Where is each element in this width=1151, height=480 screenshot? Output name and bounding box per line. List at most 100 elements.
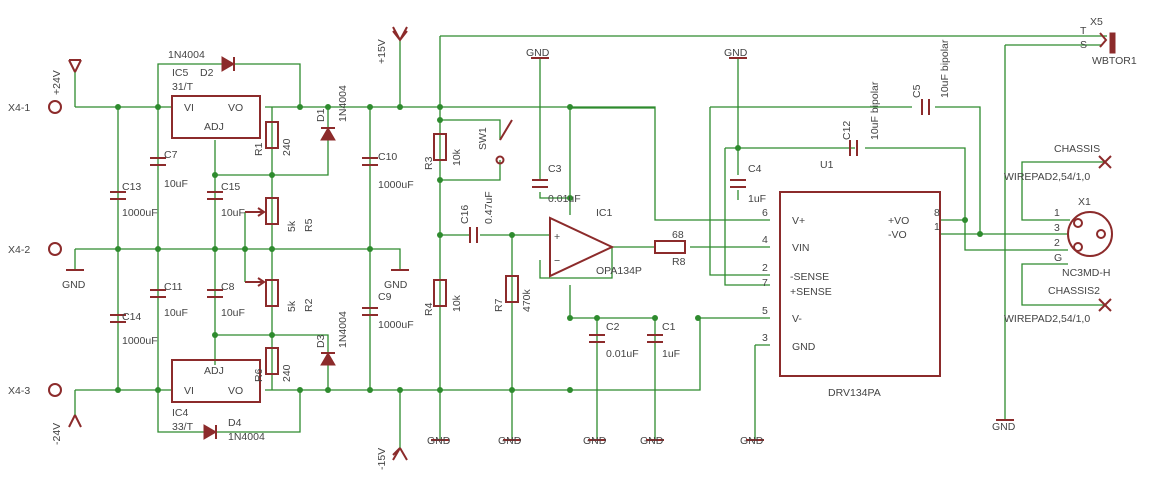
diode-d2	[221, 56, 235, 72]
label-x1-part: NC3MD-H	[1062, 267, 1110, 279]
label-r4: R4	[423, 302, 435, 316]
label-m24: -24V	[51, 423, 63, 445]
label-r5: R5	[303, 218, 315, 232]
label-c14-val: 1000uF	[122, 335, 158, 347]
label-u1-pin7: 7	[762, 277, 768, 289]
label-c16: C16	[459, 205, 471, 224]
label-u1-nvo: -VO	[888, 229, 907, 241]
capacitors-vertical	[110, 157, 746, 343]
resistor-r2	[265, 279, 279, 307]
label-r8-val: 68	[672, 229, 684, 241]
label-r1-val: 240	[281, 138, 293, 156]
label-u1-vplus: V+	[792, 215, 805, 227]
label-u1-psense: +SENSE	[790, 286, 832, 298]
connector-x4-2	[48, 242, 62, 256]
label-c1: C1	[662, 321, 676, 333]
connector-x4-3	[48, 383, 62, 397]
diode-d3	[320, 352, 336, 366]
label-c9-val: 1000uF	[378, 319, 414, 331]
label-r3-val: 10k	[451, 148, 463, 166]
regulator-ic4	[171, 359, 261, 403]
label-d3: D3	[315, 334, 327, 348]
label-x1: X1	[1078, 196, 1091, 208]
resistor-r5	[265, 197, 279, 225]
label-c9: C9	[378, 291, 392, 303]
label-ic1-plus: +	[554, 231, 560, 243]
label-p24: +24V	[51, 70, 63, 95]
label-c5: C5	[911, 84, 923, 98]
label-d2-val: 1N4004	[168, 49, 205, 61]
label-gnd-5: GND	[498, 435, 522, 447]
label-u1-vminus: V-	[792, 313, 802, 325]
junction-dots	[115, 104, 983, 393]
label-c11-val: 10uF	[164, 307, 188, 319]
label-c4-val: 1uF	[748, 193, 766, 205]
driver-u1	[779, 191, 941, 377]
label-r2: R2	[303, 298, 315, 312]
symbols	[48, 26, 1116, 461]
label-c15-val: 10uF	[221, 207, 245, 219]
label-r8: R8	[672, 256, 686, 268]
diode-d1	[320, 127, 336, 141]
label-r6-val: 240	[281, 364, 293, 382]
resistor-r8	[654, 240, 686, 254]
label-wbtor: WBTOR1	[1092, 55, 1137, 67]
label-p15: +15V	[376, 39, 388, 64]
label-ic5-adj: ADJ	[204, 121, 224, 133]
label-r1: R1	[253, 142, 265, 156]
label-gnd-8: GND	[740, 435, 764, 447]
label-gnd-4: GND	[427, 435, 451, 447]
label-u1-nsense: -SENSE	[790, 271, 829, 283]
label-c4: C4	[748, 163, 762, 175]
labels: X4-1 X4-2 X4-3 +24V -24V GND IC5 31/T VI…	[8, 16, 1137, 470]
label-x4-1: X4-1	[8, 102, 30, 114]
label-c10-val: 1000uF	[378, 179, 414, 191]
label-ic1-minus: −	[554, 255, 560, 267]
wires	[74, 35, 1107, 448]
label-wirepad-1: WIREPAD2,54/1,0	[1004, 171, 1090, 183]
label-x4-3: X4-3	[8, 385, 30, 397]
label-r2-val: 5k	[286, 300, 298, 312]
label-x1-pin1: 1	[1054, 207, 1060, 219]
label-c11: C11	[164, 281, 183, 293]
label-c7: C7	[164, 149, 178, 161]
label-c15: C15	[221, 181, 240, 193]
label-c7-val: 10uF	[164, 178, 188, 190]
label-c8-val: 10uF	[221, 307, 245, 319]
label-u1-pin1: 1	[934, 221, 940, 233]
label-r7-val: 470k	[521, 288, 533, 312]
label-d1: D1	[315, 108, 327, 122]
connector-x5	[1099, 32, 1116, 54]
gnd-symbols	[66, 57, 1014, 441]
label-c12-val: 10uF bipolar	[869, 81, 881, 140]
label-u1-part: DRV134PA	[828, 387, 881, 399]
label-u1-gnd: GND	[792, 341, 816, 353]
supply-arrow-m24	[68, 414, 82, 428]
label-d2: D2	[200, 67, 214, 79]
label-ic4: IC4	[172, 407, 189, 419]
label-ic4-vo: VO	[228, 385, 243, 397]
label-d1-val: 1N4004	[337, 85, 349, 122]
resistor-r7	[505, 275, 519, 303]
label-r4-val: 10k	[451, 294, 463, 312]
label-x1-pinG: G	[1054, 252, 1062, 264]
label-ic4-vi: VI	[184, 385, 194, 397]
label-m15: -15V	[376, 448, 388, 470]
label-ic1-part: OPA134P	[596, 265, 642, 277]
label-chassis: CHASSIS	[1054, 143, 1100, 155]
label-r7: R7	[493, 298, 505, 312]
label-ic5-vi: VI	[184, 102, 194, 114]
chassis-pad-2	[1098, 298, 1112, 312]
resistor-r1	[265, 121, 279, 149]
label-c5-val: 10uF bipolar	[939, 39, 951, 98]
label-r6: R6	[253, 368, 265, 382]
chassis-pad-1	[1098, 155, 1112, 169]
label-u1-pin3: 3	[762, 332, 768, 344]
opamp-ic1	[549, 216, 615, 278]
label-d4-val: 1N4004	[228, 431, 265, 443]
label-x1-pin2: 2	[1054, 237, 1060, 249]
label-c14: C14	[122, 311, 141, 323]
label-c16-val: 0.47uF	[483, 191, 495, 224]
supply-arrow-p15	[392, 26, 408, 42]
